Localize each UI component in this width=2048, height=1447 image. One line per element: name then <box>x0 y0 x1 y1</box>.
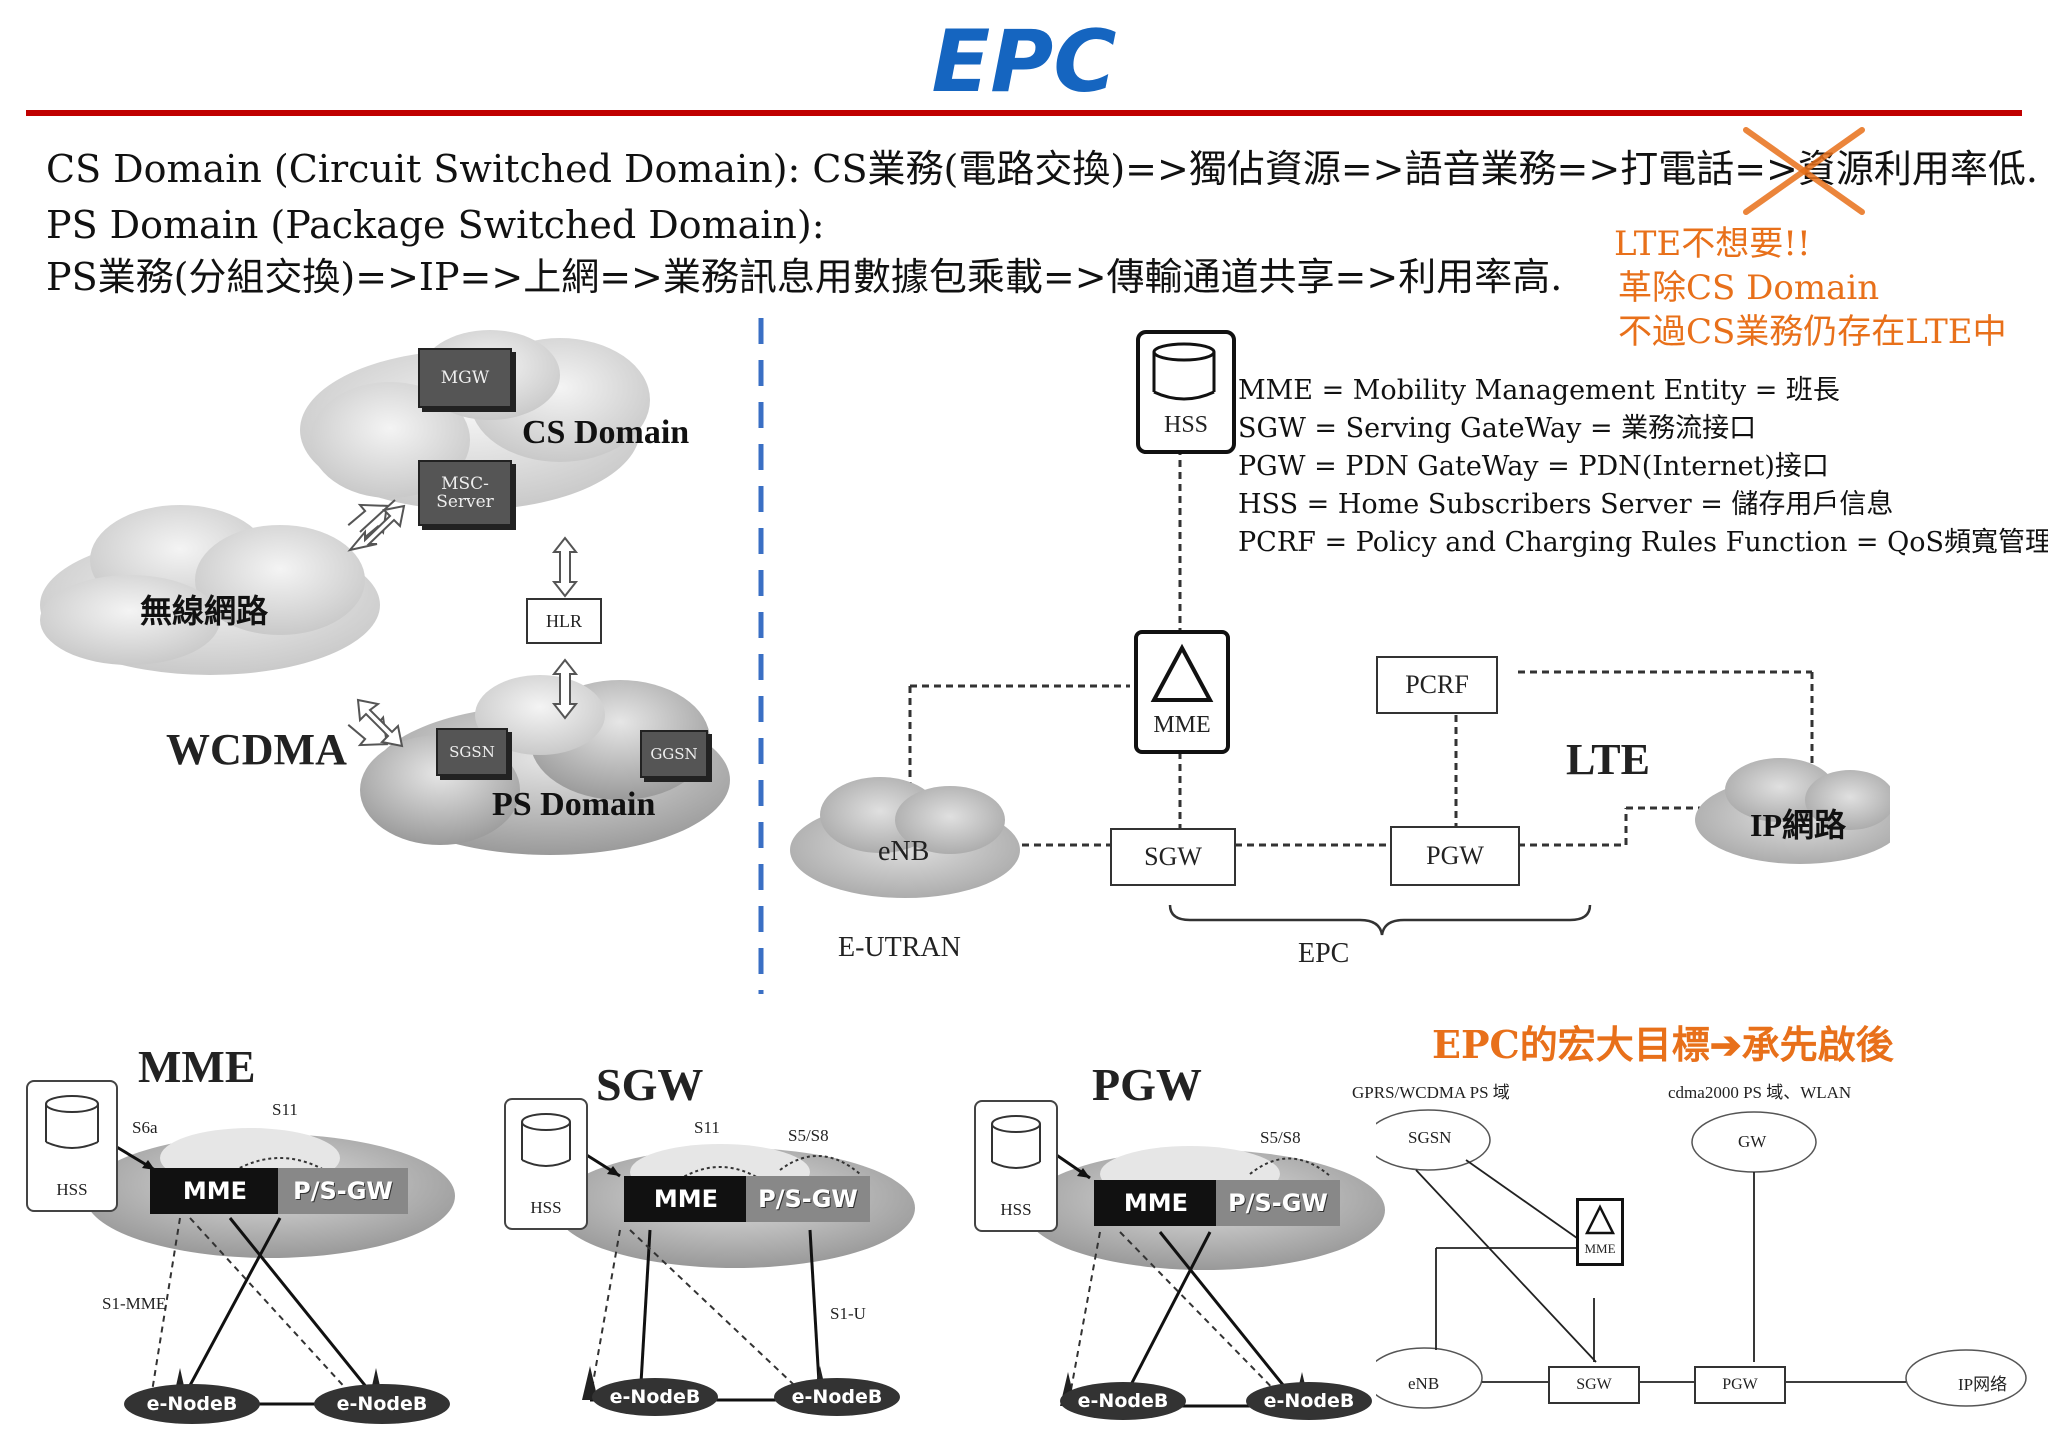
section-divider <box>758 318 764 994</box>
panel-mme-title: MME <box>138 1041 256 1092</box>
mme-node: MME <box>1134 630 1230 754</box>
future-pgw-box: PGW <box>1694 1366 1786 1404</box>
enb-label: eNB <box>878 836 930 867</box>
mme-bar: MME <box>150 1168 280 1214</box>
legend-pgw: PGW = PDN GateWay = PDN(Internet)接口 <box>1238 451 1829 482</box>
enodeb-right: e-NodeB <box>314 1384 450 1424</box>
enodeb-left: e-NodeB <box>124 1384 260 1424</box>
psgw-bar: P/S-GW <box>278 1168 408 1214</box>
panel-mme-hss: HSS <box>26 1080 118 1212</box>
s5s8-label: S5/S8 <box>1260 1128 1301 1147</box>
future-epc-title: EPC的宏大目標➔承先啟後 <box>1432 1022 1894 1067</box>
legend-hss: HSS = Home Subscribers Server = 儲存用戶信息 <box>1238 489 1894 520</box>
ps-domain-label: PS Domain <box>492 786 656 823</box>
title-rule <box>26 110 2022 116</box>
future-gw-label: GW <box>1738 1132 1767 1151</box>
future-epc-diagram <box>1376 1109 2027 1409</box>
s5s8-label: S5/S8 <box>788 1126 829 1145</box>
future-ip-label: IP网络 <box>1958 1375 2008 1394</box>
database-icon <box>521 1113 571 1167</box>
ip-network-cloud <box>1695 758 1890 864</box>
enodeb-left: e-NodeB <box>592 1378 718 1416</box>
panel-pgw-hss: HSS <box>974 1100 1058 1232</box>
enodeb-left: e-NodeB <box>1060 1382 1186 1420</box>
cs-domain-label: CS Domain <box>522 414 690 451</box>
ps-domain-heading: PS Domain (Package Switched Domain): <box>46 203 825 247</box>
triangle-icon <box>1584 1204 1616 1235</box>
lte-diagram <box>790 448 1890 936</box>
wcdma-label: WCDMA <box>166 725 347 774</box>
hss-label: HSS <box>56 1180 88 1199</box>
s11-label: S11 <box>694 1118 720 1137</box>
panel-sgw-hss: HSS <box>504 1098 588 1230</box>
psgw-bar: P/S-GW <box>1216 1180 1340 1226</box>
lte-label: LTE <box>1566 735 1651 784</box>
database-icon <box>1152 342 1216 401</box>
mgw-box: MGW <box>418 348 512 408</box>
enb-cloud <box>790 777 1020 898</box>
s1-u-label: S1-U <box>830 1304 866 1323</box>
ip-network-label: IP網路 <box>1750 807 1847 843</box>
cdma2000-label: cdma2000 PS 域、WLAN <box>1668 1083 1852 1102</box>
gprs-wcdma-label: GPRS/WCDMA PS 域 <box>1352 1083 1510 1102</box>
s11-label: S11 <box>272 1100 298 1119</box>
s1-mme-label: S1-MME <box>102 1294 167 1313</box>
triangle-icon <box>1150 643 1214 702</box>
page-title: EPC <box>931 12 1117 112</box>
database-icon <box>45 1095 99 1149</box>
ps-domain-line: PS業務(分組交換)=>IP=>上網=>業務訊息用數據包乘載=>傳輸通道共享=>… <box>46 255 1563 299</box>
panel-pgw-title: PGW <box>1092 1059 1202 1110</box>
mme-bar: MME <box>624 1176 748 1222</box>
e-utran-label: E-UTRAN <box>838 932 961 963</box>
enodeb-right: e-NodeB <box>1246 1382 1372 1420</box>
wireless-network-cloud <box>40 505 380 675</box>
mme-bar: MME <box>1094 1180 1218 1226</box>
msc-server-box: MSC- Server <box>418 460 512 526</box>
note-line-2: 革除CS Domain <box>1618 268 1880 308</box>
mme-label: MME <box>1153 712 1211 738</box>
ggsn-box: GGSN <box>640 730 708 778</box>
legend-pcrf: PCRF = Policy and Charging Rules Functio… <box>1238 527 2048 558</box>
legend-mme: MME = Mobility Management Entity = 班長 <box>1238 375 1840 406</box>
psgw-bar: P/S-GW <box>746 1176 870 1222</box>
hss-label: HSS <box>1163 412 1209 438</box>
enodeb-right: e-NodeB <box>774 1378 900 1416</box>
note-line-3: 不過CS業務仍存在LTE中 <box>1618 312 2007 352</box>
future-sgw-box: SGW <box>1548 1366 1640 1404</box>
pgw-box: PGW <box>1390 826 1520 886</box>
sgw-box: SGW <box>1110 828 1236 886</box>
legend-sgw: SGW = Serving GateWay = 業務流接口 <box>1238 413 1757 444</box>
hss-label: HSS <box>530 1198 562 1217</box>
pcrf-box: PCRF <box>1376 656 1498 714</box>
sgsn-box: SGSN <box>436 728 508 776</box>
cross-mark-icon <box>1743 127 1865 215</box>
future-mme-node: MME <box>1576 1198 1624 1266</box>
future-sgsn-label: SGSN <box>1408 1128 1452 1147</box>
hss-label: HSS <box>1000 1200 1032 1219</box>
note-line-1: LTE不想要!! <box>1614 224 1811 264</box>
cs-domain-line: CS Domain (Circuit Switched Domain): CS業… <box>46 147 2038 191</box>
future-mme-label: MME <box>1584 1241 1616 1256</box>
panel-sgw-title: SGW <box>596 1059 704 1110</box>
epc-brace-label: EPC <box>1298 938 1350 969</box>
future-enb-label: eNB <box>1408 1374 1440 1393</box>
s6a-label: S6a <box>132 1118 158 1137</box>
wireless-network-label: 無線網路 <box>140 592 269 630</box>
database-icon <box>991 1115 1041 1169</box>
hss-node: HSS <box>1136 330 1236 454</box>
hlr-box: HLR <box>526 598 602 644</box>
